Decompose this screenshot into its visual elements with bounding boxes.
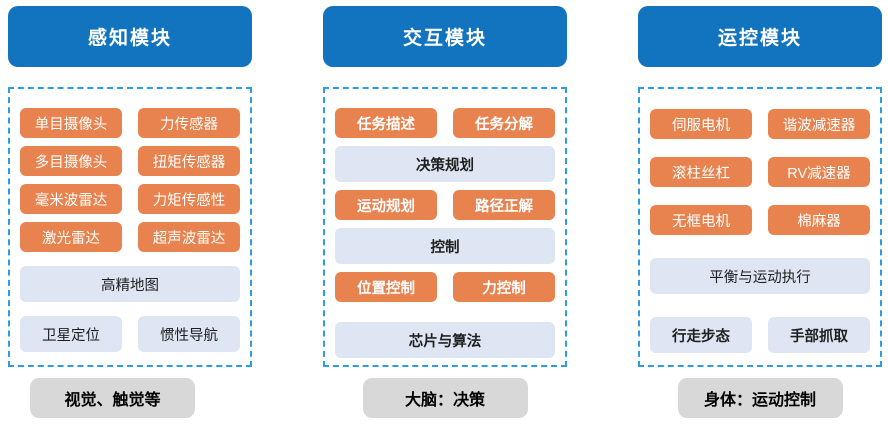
panel-row: 任务描述 任务分解 <box>335 108 555 138</box>
panel-row: 激光雷达 超声波雷达 <box>20 222 240 252</box>
item-box: 超声波雷达 <box>138 222 240 252</box>
panel-row: 控制 <box>335 228 555 264</box>
item-box: 毫米波雷达 <box>20 184 122 214</box>
column-perception: 感知模块 单目摄像头 力传感器 多目摄像头 扭矩传感器 毫米波雷达 力矩传感性 … <box>8 6 252 418</box>
panel-row: 单目摄像头 力传感器 <box>20 108 240 138</box>
item-box: 惯性导航 <box>138 316 240 352</box>
module-panel-motion-control: 伺服电机 谐波减速器 滚柱丝杠 RV减速器 无框电机 棉麻器 平衡与运动执行 行… <box>638 87 882 367</box>
item-box: 滚柱丝杠 <box>650 157 752 187</box>
panel-row: 行走步态 手部抓取 <box>650 317 870 353</box>
item-box: 伺服电机 <box>650 109 752 139</box>
item-box: 控制 <box>335 228 555 264</box>
item-box: 卫星定位 <box>20 316 122 352</box>
panel-row: 无框电机 棉麻器 <box>650 205 870 235</box>
item-box: 激光雷达 <box>20 222 122 252</box>
diagram: 感知模块 单目摄像头 力传感器 多目摄像头 扭矩传感器 毫米波雷达 力矩传感性 … <box>8 6 882 418</box>
panel-row: 毫米波雷达 力矩传感性 <box>20 184 240 214</box>
panel-row: 高精地图 <box>20 266 240 302</box>
item-box: 力矩传感性 <box>138 184 240 214</box>
item-box: 扭矩传感器 <box>138 146 240 176</box>
column-interaction: 交互模块 任务描述 任务分解 决策规划 运动规划 路径正解 控制 位置控制 力控… <box>323 6 567 418</box>
module-footer-motion-control: 身体：运动控制 <box>677 378 843 418</box>
item-box: 手部抓取 <box>768 317 870 353</box>
item-box: 无框电机 <box>650 205 752 235</box>
item-box: 任务分解 <box>453 108 555 138</box>
panel-row: 滚柱丝杠 RV减速器 <box>650 157 870 187</box>
module-panel-perception: 单目摄像头 力传感器 多目摄像头 扭矩传感器 毫米波雷达 力矩传感性 激光雷达 … <box>8 87 252 367</box>
panel-row: 位置控制 力控制 <box>335 272 555 302</box>
item-box: 棉麻器 <box>768 205 870 235</box>
item-box: 位置控制 <box>335 272 437 302</box>
column-motion-control: 运控模块 伺服电机 谐波减速器 滚柱丝杠 RV减速器 无框电机 棉麻器 平衡与运… <box>638 6 882 418</box>
item-box: 决策规划 <box>335 146 555 182</box>
module-footer-perception: 视觉、触觉等 <box>30 378 195 418</box>
panel-row: 伺服电机 谐波减速器 <box>650 109 870 139</box>
item-box: 任务描述 <box>335 108 437 138</box>
item-box: 平衡与运动执行 <box>650 258 870 294</box>
panel-row: 多目摄像头 扭矩传感器 <box>20 146 240 176</box>
module-header-motion-control: 运控模块 <box>638 6 882 67</box>
item-box: 芯片与算法 <box>335 322 555 358</box>
item-box: 单目摄像头 <box>20 108 122 138</box>
module-header-perception: 感知模块 <box>8 6 252 67</box>
panel-row: 决策规划 <box>335 146 555 182</box>
item-box: 高精地图 <box>20 266 240 302</box>
panel-row: 卫星定位 惯性导航 <box>20 316 240 352</box>
item-box: 运动规划 <box>335 190 437 220</box>
item-box: 力传感器 <box>138 108 240 138</box>
panel-row: 平衡与运动执行 <box>650 258 870 294</box>
item-box: 谐波减速器 <box>768 109 870 139</box>
item-box: 路径正解 <box>453 190 555 220</box>
panel-row: 运动规划 路径正解 <box>335 190 555 220</box>
module-panel-interaction: 任务描述 任务分解 决策规划 运动规划 路径正解 控制 位置控制 力控制 芯片与… <box>323 87 567 367</box>
item-box: 多目摄像头 <box>20 146 122 176</box>
module-header-interaction: 交互模块 <box>323 6 567 67</box>
item-box: 力控制 <box>453 272 555 302</box>
panel-row: 芯片与算法 <box>335 322 555 358</box>
item-box: 行走步态 <box>650 317 752 353</box>
item-box: RV减速器 <box>768 157 870 187</box>
module-footer-interaction: 大脑：决策 <box>362 378 528 418</box>
